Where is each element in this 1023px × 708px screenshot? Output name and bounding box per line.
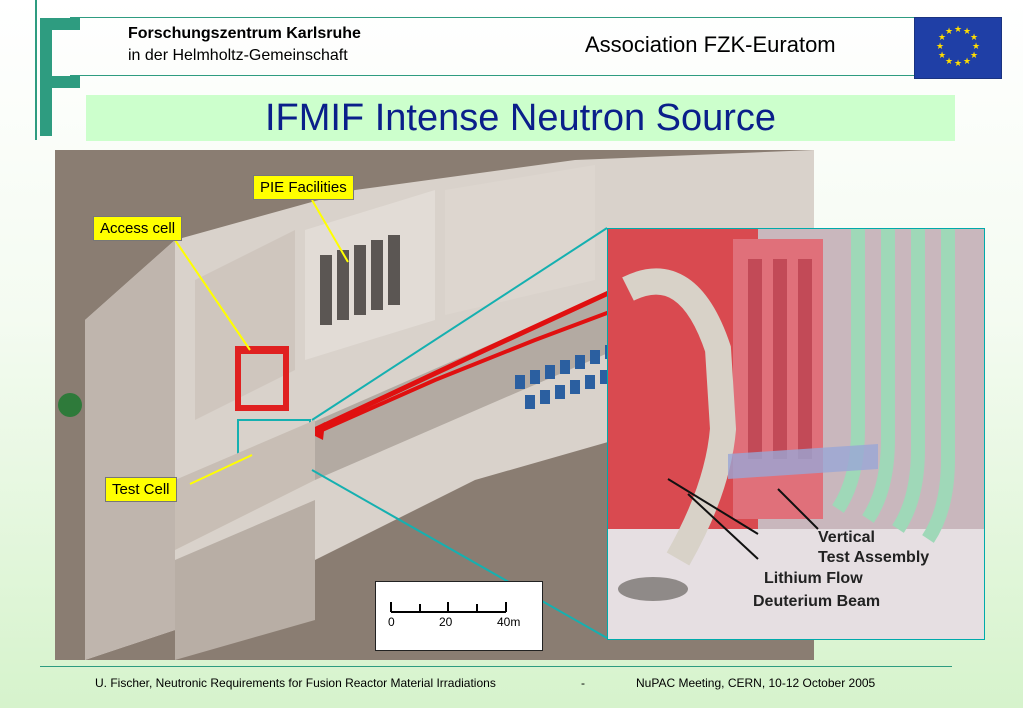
scale-label-0: 0: [388, 615, 395, 629]
svg-text:★: ★: [963, 57, 971, 67]
callout-test-cell: Test Cell: [105, 477, 177, 502]
svg-text:★: ★: [972, 42, 980, 52]
footer-author: U. Fischer, Neutronic Requirements for F…: [95, 676, 496, 690]
svg-text:★: ★: [938, 51, 946, 61]
org-subtitle: in der Helmholtz-Gemeinschaft: [128, 47, 348, 64]
footer-divider: [40, 666, 952, 667]
scale-label-40m: 40m: [497, 615, 521, 629]
callout-access-cell: Access cell: [93, 216, 183, 241]
photo-label-test-assembly: Test Assembly: [818, 549, 930, 566]
logo-bar-top: [40, 18, 80, 30]
svg-text:★: ★: [970, 51, 978, 61]
divider-top: [70, 17, 920, 18]
svg-text:★: ★: [970, 33, 978, 43]
photo-label-lithium-flow: Lithium Flow: [764, 570, 863, 587]
footer-separator: -: [581, 676, 585, 690]
association-label: Association FZK-Euratom: [585, 32, 836, 57]
callout-pie-facilities: PIE Facilities: [253, 175, 354, 200]
title-banner: IFMIF Intense Neutron Source: [86, 95, 955, 141]
photo-label-deuterium-beam: Deuterium Beam: [753, 593, 881, 610]
eu-flag-icon: ★ ★ ★ ★ ★ ★ ★ ★ ★ ★ ★ ★: [914, 17, 1002, 79]
svg-text:★: ★: [954, 59, 962, 69]
photo-label-vertical: Vertical: [818, 529, 875, 546]
divider-header: [70, 75, 920, 76]
svg-text:★: ★: [938, 33, 946, 43]
divider-vertical: [35, 0, 37, 140]
scale-label-20: 20: [439, 615, 453, 629]
svg-text:★: ★: [945, 27, 953, 37]
svg-text:★: ★: [945, 57, 953, 67]
slide-title: IFMIF Intense Neutron Source: [264, 96, 777, 139]
footer-meeting: NuPAC Meeting, CERN, 10-12 October 2005: [636, 676, 876, 690]
org-name: Forschungszentrum Karlsruhe: [128, 25, 361, 42]
logo-bar-mid: [40, 76, 80, 88]
svg-text:★: ★: [954, 25, 962, 35]
svg-text:★: ★: [936, 42, 944, 52]
scale-bar: 0 20 40m: [375, 581, 543, 651]
svg-text:★: ★: [963, 27, 971, 37]
test-assembly-photo: Vertical Test Assembly Lithium Flow Deut…: [607, 228, 985, 640]
